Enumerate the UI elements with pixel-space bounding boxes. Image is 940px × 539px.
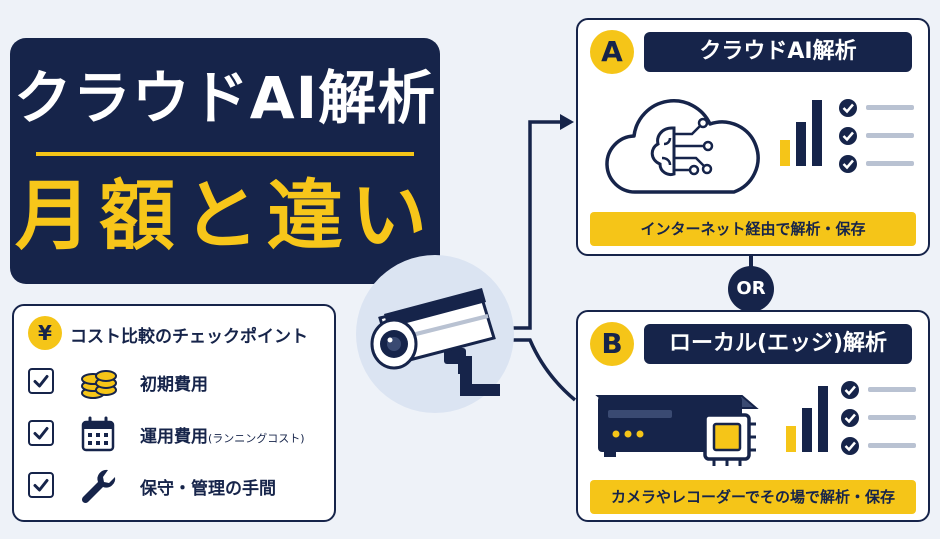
- coins-icon: [81, 370, 117, 399]
- item-label-text: 初期費用: [140, 375, 208, 395]
- calendar-icon: [81, 416, 115, 452]
- option-badge-b: B: [590, 322, 634, 366]
- title-line-2: 月額と違い: [15, 171, 435, 260]
- item-label-text: 運用費用: [140, 427, 208, 447]
- bar-chart-icon: [786, 386, 828, 452]
- check-icon: [33, 479, 49, 492]
- check-icon: [33, 375, 49, 388]
- checklist-item-maintenance: 保守・管理の手間: [28, 462, 324, 510]
- checklist-item-initial-cost: 初期費用: [28, 358, 324, 406]
- wrench-icon: [81, 469, 116, 504]
- check-icon: [33, 427, 49, 440]
- option-card-a: A クラウドAI解析 インターネット経由で解析・保存: [576, 18, 930, 256]
- checklist-icon: [841, 381, 916, 455]
- title-line-1: クラウドAI解析: [13, 64, 437, 132]
- checklist-item-label: 初期費用: [140, 370, 208, 395]
- chip-icon: [698, 408, 756, 466]
- recorder-icon: [595, 395, 759, 457]
- checklist-item-running-cost: 運用費用(ランニングコスト): [28, 410, 324, 458]
- option-badge-a: A: [590, 30, 634, 74]
- checklist-heading: コスト比較のチェックポイント: [70, 327, 308, 347]
- checkbox-checked: [28, 420, 54, 446]
- item-label-text: 保守・管理の手間: [140, 479, 276, 499]
- checklist-item-label: 保守・管理の手間: [140, 474, 276, 499]
- checkbox-checked: [28, 472, 54, 498]
- checkbox-checked: [28, 368, 54, 394]
- option-caption-b: カメラやレコーダーでその場で解析・保存: [590, 480, 916, 514]
- option-title-b: ローカル(エッジ)解析: [644, 324, 912, 364]
- checklist-icon: [839, 99, 914, 173]
- yen-icon: ¥: [28, 316, 62, 350]
- item-note-text: (ランニングコスト): [208, 432, 305, 445]
- security-camera-icon: [370, 288, 500, 396]
- cost-checklist-card: ¥ コスト比較のチェックポイント 初期費用: [12, 304, 336, 522]
- bar-chart-icon: [780, 100, 822, 166]
- option-caption-a: インターネット経由で解析・保存: [590, 212, 916, 246]
- arrow-head-icon: [560, 114, 574, 130]
- title-divider: [36, 152, 414, 156]
- cloud-ai-icon: [605, 99, 760, 194]
- title-panel: クラウドAI解析 月額と違い: [10, 38, 440, 284]
- or-badge: OR: [728, 266, 774, 312]
- checklist-item-label: 運用費用(ランニングコスト): [140, 422, 305, 447]
- option-title-a: クラウドAI解析: [644, 32, 912, 72]
- option-card-b: B ローカル(エッジ)解析 カメラやレコーダーでその: [576, 310, 930, 522]
